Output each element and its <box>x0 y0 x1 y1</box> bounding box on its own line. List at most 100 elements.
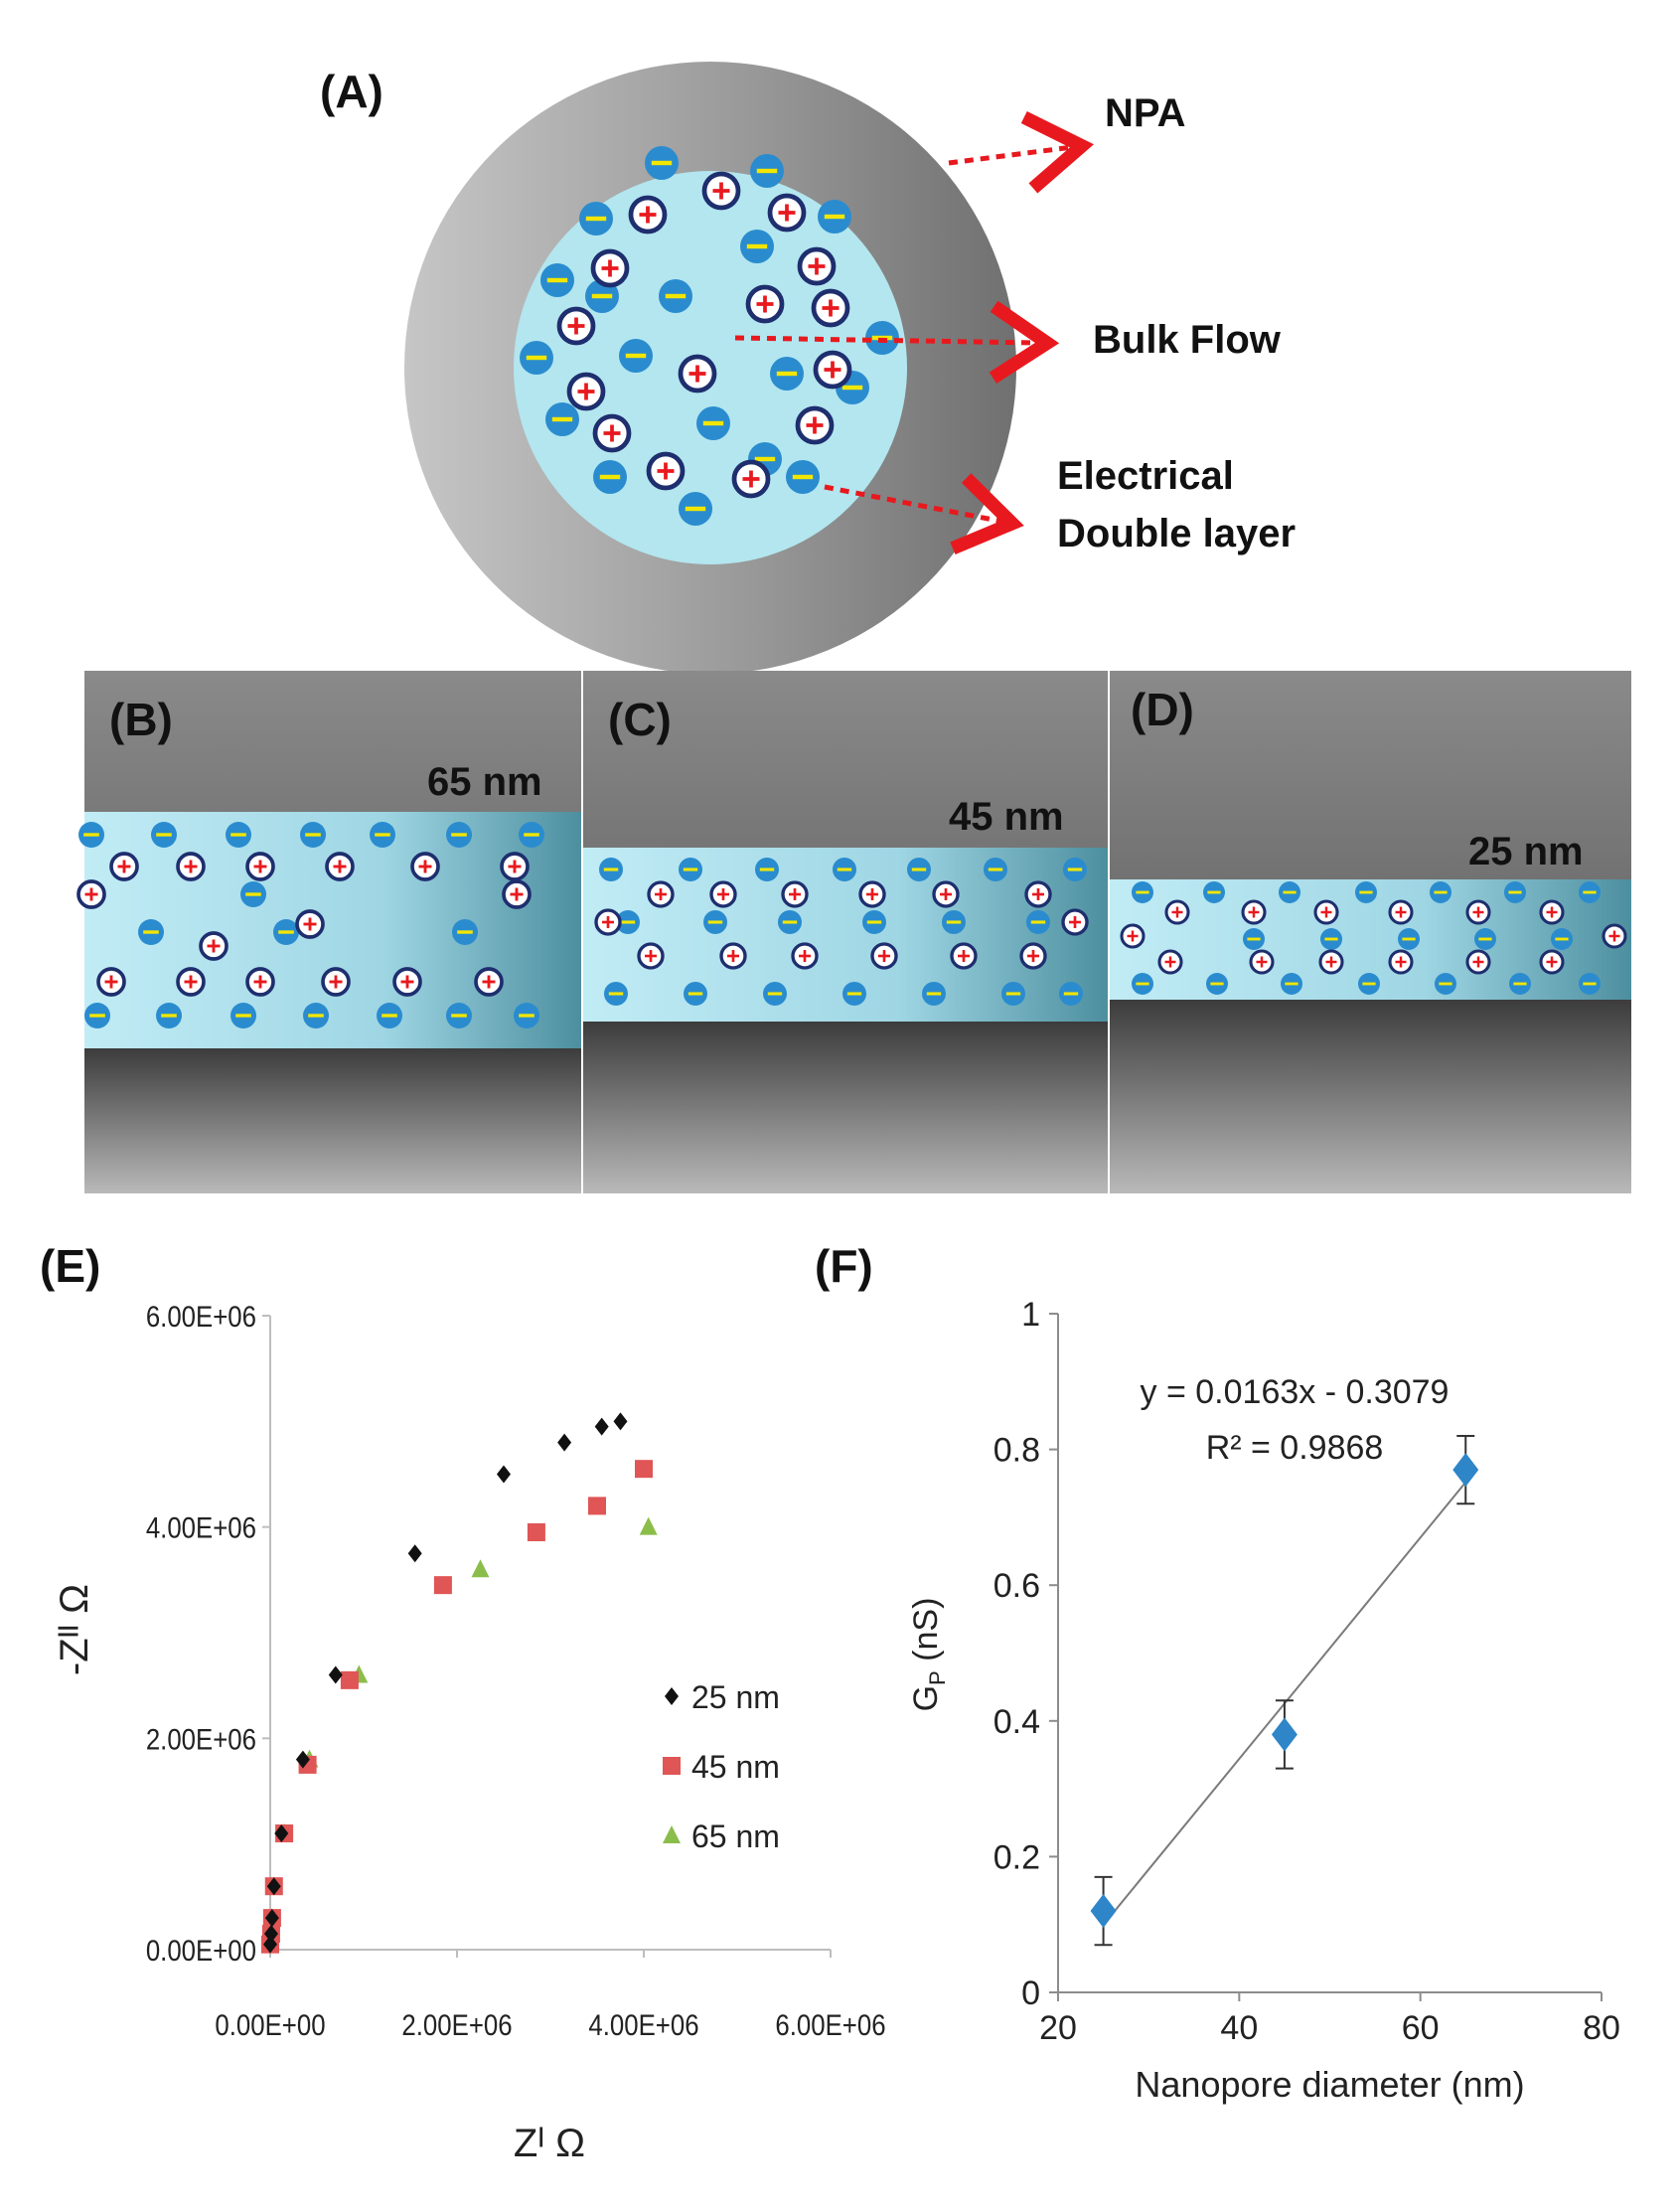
anion-icon <box>585 279 619 313</box>
data-point <box>295 1750 310 1769</box>
cation-icon <box>1388 899 1414 925</box>
cation-icon <box>502 879 532 909</box>
x-tick-label: 4.00E+06 <box>588 2008 698 2041</box>
anion-icon <box>240 881 266 907</box>
cation-icon <box>410 852 440 881</box>
anion-icon <box>1203 881 1225 903</box>
cation-icon <box>474 967 504 997</box>
y-tick-label: 4.00E+06 <box>146 1511 256 1544</box>
anion-icon <box>1243 928 1265 950</box>
cation-icon <box>813 350 852 390</box>
x-tick-label: 2.00E+06 <box>401 2008 512 2041</box>
panel-c-label: (C) <box>608 694 672 745</box>
anion-icon <box>740 230 774 263</box>
panel-d-label: (D) <box>1131 684 1194 735</box>
cation-icon <box>1157 949 1183 975</box>
data-point <box>594 1417 609 1436</box>
cation-icon <box>709 880 737 908</box>
bulk-flow-label: Bulk Flow <box>1093 318 1282 362</box>
anion-icon <box>579 202 613 236</box>
anion-icon <box>1474 928 1496 950</box>
anion-icon <box>604 982 628 1006</box>
anion-icon <box>645 146 679 180</box>
anion-icon <box>1063 858 1087 881</box>
cation-icon <box>628 195 668 235</box>
legend-marker <box>663 1825 681 1843</box>
cation-icon <box>1539 899 1565 925</box>
anion-icon <box>659 279 692 313</box>
panel-c-lower-wall <box>583 1022 1108 1193</box>
npa-label: NPA <box>1105 91 1185 135</box>
cation-icon <box>1019 942 1047 970</box>
panel-b-size: 65 nm <box>427 760 542 804</box>
cation-icon <box>295 909 325 939</box>
anion-icon <box>1132 881 1153 903</box>
series-1 <box>261 1460 653 1954</box>
data-point <box>1452 1453 1479 1488</box>
data-point <box>613 1412 628 1431</box>
cation-icon <box>719 942 747 970</box>
npa-arrow <box>948 110 1094 194</box>
anion-icon <box>230 1003 256 1028</box>
panel-c-ions <box>594 858 1089 1006</box>
double-layer-arrow <box>824 473 1024 554</box>
anion-icon <box>842 982 866 1006</box>
data-point <box>266 1877 281 1896</box>
panel-c-size: 45 nm <box>949 795 1064 839</box>
x-tick-label: 0.00E+00 <box>215 2008 325 2041</box>
anion-icon <box>763 982 787 1006</box>
legend-label: 65 nm <box>691 1818 780 1854</box>
anion-icon <box>1509 973 1531 995</box>
panel-d: (D) 25 nm <box>1110 671 1631 1193</box>
trendline-equation: y = 0.0163x - 0.3079 <box>1141 1373 1450 1411</box>
anion-icon <box>786 460 820 494</box>
cation-icon <box>646 451 686 491</box>
anion-icon <box>942 910 966 934</box>
anion-icon <box>684 982 707 1006</box>
cation-icon <box>500 852 530 881</box>
panel-a-label: (A) <box>320 66 383 117</box>
cation-icon <box>1388 949 1414 975</box>
anion-icon <box>862 910 886 934</box>
anion-icon <box>446 1003 472 1028</box>
anion-icon <box>703 910 727 934</box>
r-squared: R² = 0.9868 <box>1206 1429 1384 1467</box>
anion-icon <box>1279 881 1300 903</box>
y-tick-label: 0.00E+00 <box>146 1934 256 1967</box>
cation-icon <box>701 171 741 211</box>
anion-icon <box>755 858 779 881</box>
data-point <box>274 1824 289 1843</box>
cation-icon <box>76 879 106 909</box>
cation-icon <box>1539 949 1565 975</box>
x-axis-title: Nanopore diameter (nm) <box>1135 2064 1524 2105</box>
y-tick-label: 1 <box>1021 1296 1040 1334</box>
panel-d-lower-wall <box>1110 1000 1631 1193</box>
data-point <box>471 1559 490 1578</box>
cation-icon <box>1120 923 1145 949</box>
cation-icon <box>647 880 675 908</box>
data-point <box>557 1433 572 1452</box>
data-point <box>433 1576 452 1595</box>
anion-icon <box>922 982 946 1006</box>
panel-b-ions <box>76 822 544 1028</box>
x-tick-label: 80 <box>1583 2009 1620 2047</box>
y-tick-label: 2.00E+06 <box>146 1723 256 1756</box>
data-point <box>340 1670 359 1689</box>
data-point <box>635 1460 653 1479</box>
anion-icon <box>226 822 251 848</box>
anion-icon <box>1579 881 1601 903</box>
anion-icon <box>599 858 623 881</box>
anion-icon <box>273 919 299 945</box>
cation-icon <box>1164 899 1190 925</box>
cation-icon <box>1318 949 1344 975</box>
cation-icon <box>767 193 807 233</box>
data-point <box>263 1935 277 1954</box>
data-point <box>588 1497 606 1515</box>
anion-icon <box>679 858 702 881</box>
anion-icon <box>770 357 804 391</box>
x-axis-title: Zᴵ Ω <box>514 2122 585 2165</box>
anion-icon <box>907 858 931 881</box>
x-tick-label: 60 <box>1402 2009 1440 2047</box>
anion-icon <box>151 822 177 848</box>
cation-icon <box>245 967 275 997</box>
